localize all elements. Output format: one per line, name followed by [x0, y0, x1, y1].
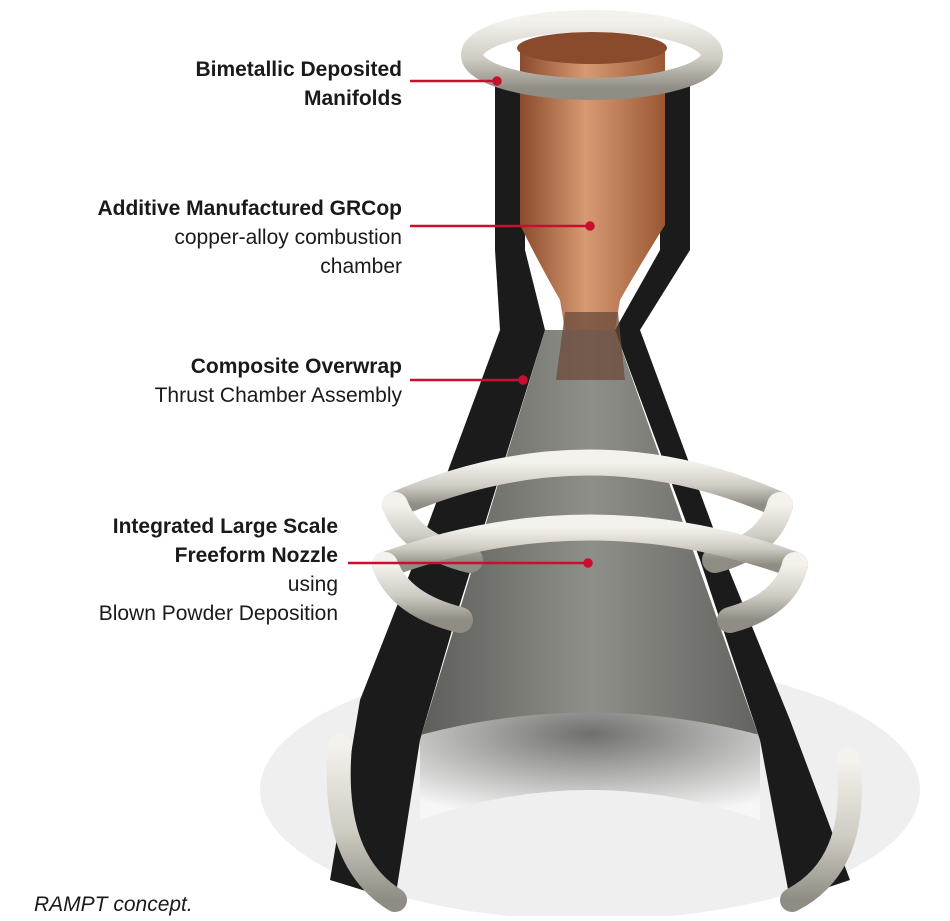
label-chamber-line-3: chamber [320, 255, 402, 278]
base-ring-left [326, 733, 407, 912]
nozzle-manifold-ring-2-left [372, 552, 473, 633]
overwrap-left-wall [330, 85, 545, 900]
copper-chamber [520, 48, 665, 330]
label-combustion-chamber: Additive Manufactured GRCop copper-alloy… [97, 194, 402, 281]
label-nozzle-line-4: Blown Powder Deposition [98, 602, 338, 625]
chamber-opening [517, 32, 667, 64]
top-manifold-ring [461, 10, 723, 100]
label-manifolds-line-1: Bimetallic Deposited [195, 58, 402, 81]
nozzle-manifold-ring-2-right [717, 552, 808, 633]
figure-caption: RAMPT concept. [34, 893, 193, 916]
label-manifolds: Bimetallic Deposited Manifolds [195, 55, 402, 113]
label-overwrap-line-2: Thrust Chamber Assembly [154, 384, 402, 407]
base-ring-right [780, 748, 862, 912]
label-freeform-nozzle: Integrated Large Scale Freeform Nozzle u… [99, 512, 338, 628]
leader-dot-manifolds [492, 76, 502, 86]
leader-dot-nozzle [583, 558, 593, 568]
label-chamber-line-1: Additive Manufactured GRCop [97, 197, 402, 220]
label-overwrap-line-1: Composite Overwrap [190, 355, 402, 378]
nozzle-floor [420, 712, 760, 820]
leader-dot-chamber [585, 221, 595, 231]
nozzle-manifold-ring-1-left [382, 492, 483, 573]
leader-dot-overwrap [518, 375, 528, 385]
label-nozzle-line-2: Freeform Nozzle [174, 544, 338, 567]
label-nozzle-line-1: Integrated Large Scale [112, 515, 338, 538]
nozzle-manifold-ring-2-back [372, 514, 808, 578]
label-nozzle-line-3: using [287, 573, 338, 596]
label-manifolds-line-2: Manifolds [304, 87, 402, 110]
label-composite-overwrap: Composite Overwrap Thrust Chamber Assemb… [155, 352, 402, 410]
chamber-throat [556, 312, 625, 380]
nozzle-manifold-ring-1-back [382, 449, 793, 518]
overwrap-right-wall [615, 85, 850, 900]
label-chamber-line-2: copper-alloy combustion [174, 226, 402, 249]
